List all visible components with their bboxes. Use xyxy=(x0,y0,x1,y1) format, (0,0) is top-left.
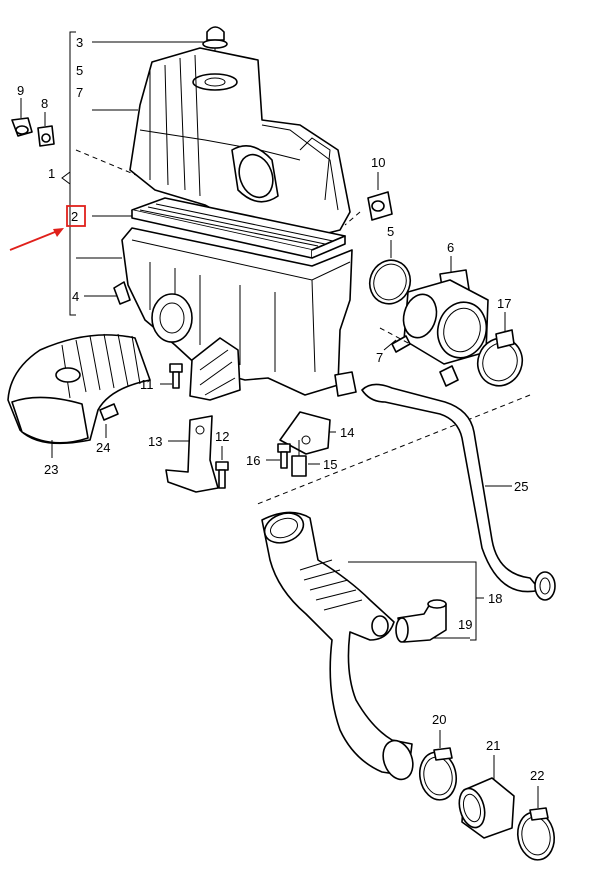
left-bracket xyxy=(61,31,205,316)
label-7-right: 7 xyxy=(376,350,383,365)
breather-hose-25 xyxy=(361,365,556,601)
hose-clamp-20 xyxy=(418,730,458,801)
label-14: 14 xyxy=(340,425,354,440)
label-3: 3 xyxy=(76,35,83,50)
bolt-11 xyxy=(160,363,183,389)
elbow-fitting-19 xyxy=(395,599,447,643)
label-17: 17 xyxy=(497,296,511,311)
air-filter-lower-housing xyxy=(121,227,357,397)
mass-air-flow-sensor-6 xyxy=(402,256,489,365)
label-6: 6 xyxy=(447,240,454,255)
label-8: 8 xyxy=(41,96,48,111)
pin-4 xyxy=(113,281,131,305)
label-4: 4 xyxy=(72,289,79,304)
label-19: 19 xyxy=(458,617,472,632)
highlight-arrow xyxy=(9,228,64,251)
clip-9 xyxy=(11,98,33,137)
bolt-12 xyxy=(215,446,229,489)
label-1: 1 xyxy=(48,166,55,181)
label-20: 20 xyxy=(432,712,446,727)
label-15: 15 xyxy=(323,457,337,472)
sensor-15 xyxy=(291,440,320,477)
highlight-box xyxy=(66,205,86,227)
label-22: 22 xyxy=(530,768,544,783)
o-ring-5 xyxy=(368,240,412,305)
screw-7 xyxy=(379,327,411,353)
label-13: 13 xyxy=(148,434,162,449)
bracket-14 xyxy=(279,411,336,455)
mounting-bracket xyxy=(189,337,241,401)
bolt-16 xyxy=(266,443,291,469)
label-21: 21 xyxy=(486,738,500,753)
filter-element-2 xyxy=(131,197,346,259)
clip-8 xyxy=(37,112,55,147)
pin-24 xyxy=(99,403,119,438)
label-2: 2 xyxy=(71,209,78,224)
label-11: 11 xyxy=(140,377,154,392)
hose-clamp-17 xyxy=(476,312,524,387)
label-16: 16 xyxy=(246,453,260,468)
label-18: 18 xyxy=(488,591,502,606)
label-12: 12 xyxy=(215,429,229,444)
grommet-10 xyxy=(344,172,393,226)
bracket-13 xyxy=(165,415,219,493)
label-5-right: 5 xyxy=(387,224,394,239)
intake-snorkel-23 xyxy=(7,333,151,458)
label-25: 25 xyxy=(514,479,528,494)
air-filter-upper-housing xyxy=(129,47,351,241)
rubber-coupling-21 xyxy=(458,755,515,839)
grommet-3 xyxy=(202,26,228,78)
hose-clamp-22 xyxy=(516,786,556,861)
label-23: 23 xyxy=(44,462,58,477)
label-24: 24 xyxy=(96,440,110,455)
label-9: 9 xyxy=(17,83,24,98)
intake-duct-18 xyxy=(261,511,484,781)
label-7: 7 xyxy=(76,85,83,100)
label-5: 5 xyxy=(76,63,83,78)
separator-dashed xyxy=(254,394,531,506)
label-10: 10 xyxy=(371,155,385,170)
